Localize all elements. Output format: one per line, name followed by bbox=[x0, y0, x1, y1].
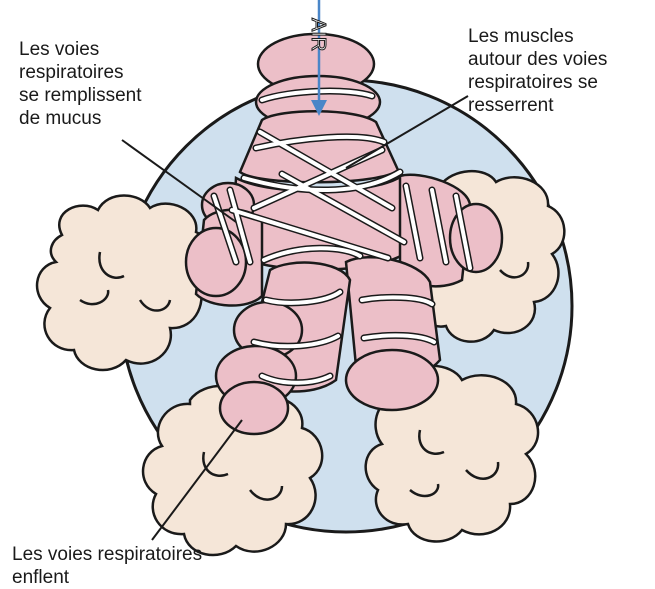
label-muscles-tighten: Les muscles autour des voies respiratoir… bbox=[468, 25, 648, 117]
label-airways-swell: Les voies respiratoires enflent bbox=[12, 543, 272, 589]
label-mucus: Les voies respiratoires se remplissent d… bbox=[19, 38, 189, 130]
air-label: AIR bbox=[307, 18, 329, 51]
